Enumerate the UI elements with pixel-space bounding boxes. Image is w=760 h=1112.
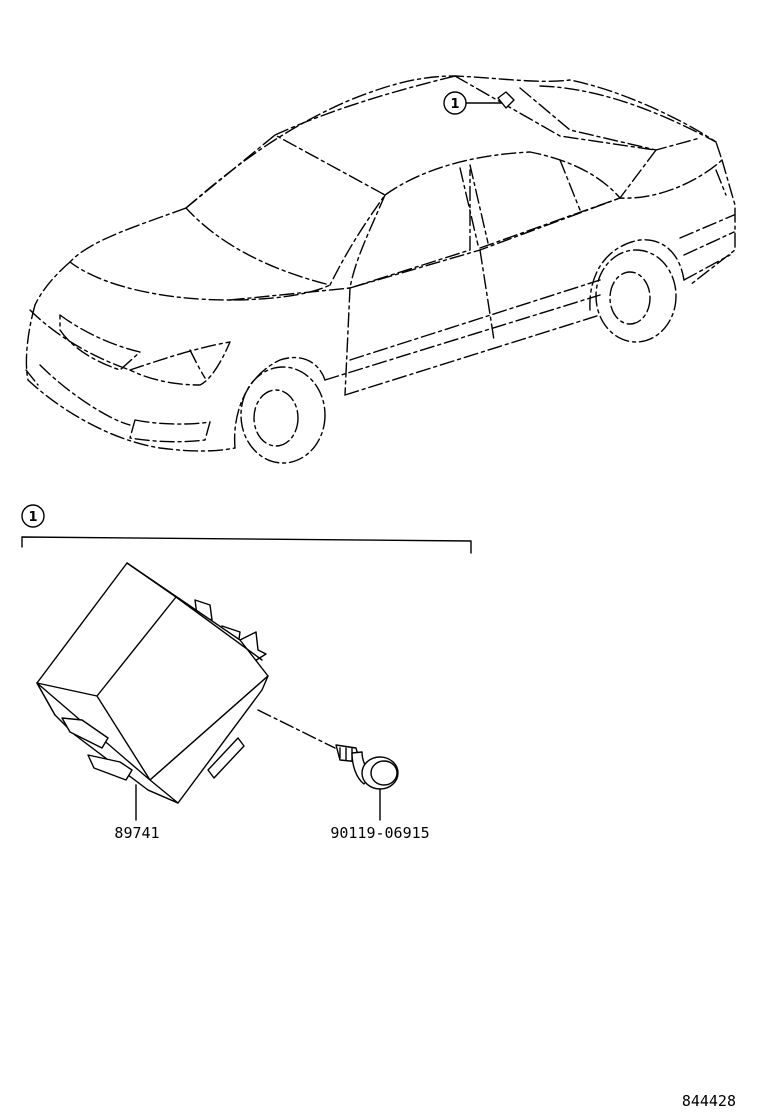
- car-callout: 1: [443, 91, 515, 115]
- detail-bracket: [21, 536, 472, 554]
- part-location-marker: [497, 91, 515, 109]
- detail-section: 1: [21, 504, 472, 554]
- bolt-90119-06915-illustration: [335, 744, 399, 821]
- module-89741-illustration: [36, 562, 269, 821]
- illustration-number: 844428: [682, 1092, 736, 1110]
- car-callout-number: 1: [450, 97, 459, 112]
- detail-callout-number: 1: [28, 510, 37, 525]
- car-illustration: [25, 75, 736, 464]
- part-number-bolt: 90119-06915: [330, 824, 429, 842]
- part-number-module: 89741: [114, 824, 159, 842]
- assembly-line: [257, 709, 336, 749]
